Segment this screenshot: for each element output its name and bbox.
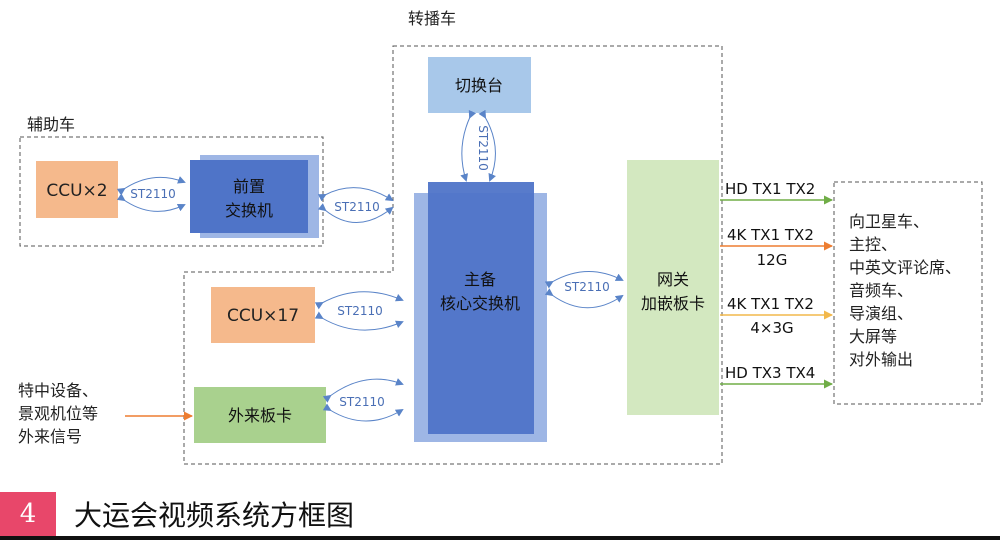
broadcast-van-group	[183, 45, 723, 465]
core-switch-box	[428, 182, 534, 434]
output-rate-4k-1: 12G	[757, 251, 788, 269]
input-label-1: 特中设备、	[18, 381, 98, 400]
broadcast-van-label: 转播车	[408, 9, 456, 28]
output-label-4k-2: 4K TX1 TX2	[727, 295, 814, 313]
output-label-hd-1: HD TX1 TX2	[725, 180, 815, 198]
destination-line-6: 大屏等	[849, 327, 897, 346]
block-diagram: 辅助车 转播车 CCU×2 前置 交换机 切换台 主备 核心交换机 网关 加嵌板…	[18, 9, 983, 465]
input-label-2: 景观机位等	[18, 404, 98, 423]
ccu17-box	[211, 287, 315, 343]
destination-line-4: 音频车、	[849, 281, 913, 300]
aux-van-group	[19, 136, 324, 247]
external-card-label: 外来板卡	[228, 406, 292, 425]
link-front-core-label: ST2110	[334, 200, 380, 214]
destination-line-1: 向卫星车、	[849, 212, 929, 231]
gateway-label-1: 网关	[657, 270, 689, 289]
switcher-box	[428, 57, 531, 113]
destination-line-3: 中英文评论席、	[849, 258, 961, 277]
output-rate-4k-2: 4×3G	[750, 319, 793, 337]
gateway-box	[627, 160, 719, 415]
destination-line-7: 对外输出	[849, 350, 913, 369]
link-ccu17-core	[314, 291, 404, 331]
external-card-box	[194, 387, 326, 443]
core-switch-label-1: 主备	[464, 270, 496, 289]
aux-van-label: 辅助车	[27, 115, 75, 134]
switcher-label: 切换台	[455, 76, 503, 95]
link-ccu2-front	[116, 176, 186, 212]
front-switch-box	[190, 160, 308, 233]
link-ccu2-front-label: ST2110	[130, 187, 176, 201]
link-switcher-core-label: ST2110	[476, 125, 490, 171]
front-switch-label-1: 前置	[233, 177, 265, 196]
gateway-label-2: 加嵌板卡	[641, 294, 705, 313]
destination-line-2: 主控、	[849, 235, 897, 254]
caption-title: 大运会视频系统方框图	[74, 499, 355, 532]
link-core-gateway	[544, 271, 624, 309]
link-ccu17-core-label: ST2110	[337, 304, 383, 318]
caption-rule	[0, 536, 1000, 540]
destination-group	[833, 181, 983, 405]
core-switch-label-2: 核心交换机	[440, 294, 520, 313]
link-external-core-label: ST2110	[339, 395, 385, 409]
link-external-core	[322, 378, 404, 422]
front-switch-label-2: 交换机	[225, 201, 273, 220]
ccu2-box	[36, 161, 118, 218]
output-label-hd-2: HD TX3 TX4	[725, 364, 815, 382]
caption-number-badge: 4	[0, 492, 56, 536]
link-core-gateway-label: ST2110	[564, 280, 610, 294]
ccu17-label: CCU×17	[227, 306, 299, 326]
destination-line-5: 导演组、	[849, 304, 913, 323]
input-label-3: 外来信号	[18, 427, 82, 446]
link-switcher-core	[460, 109, 496, 182]
ccu2-label: CCU×2	[46, 181, 107, 201]
output-label-4k-1: 4K TX1 TX2	[727, 226, 814, 244]
link-front-core	[317, 187, 394, 223]
figure-caption: 4 大运会视频系统方框图	[0, 492, 1000, 536]
